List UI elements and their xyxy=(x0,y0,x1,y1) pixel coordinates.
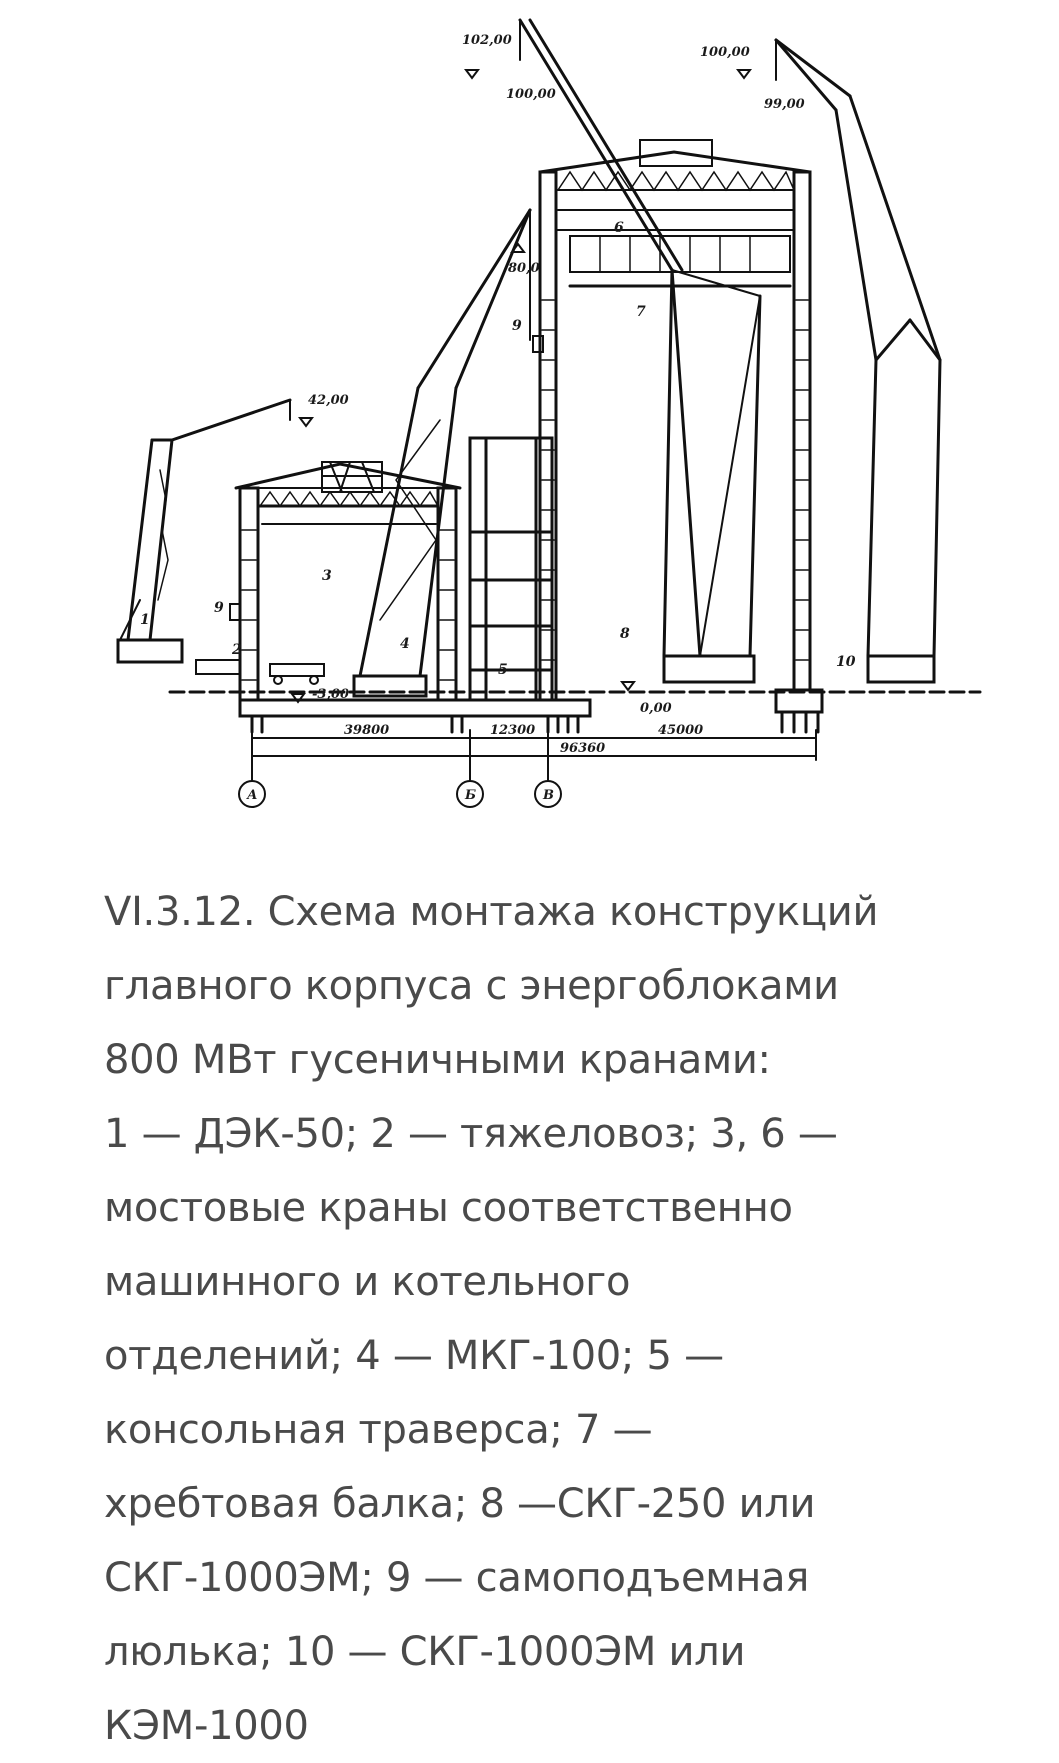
turbine-hall-frame xyxy=(234,461,462,702)
axis-letter: Б xyxy=(464,788,476,803)
caption-line: отделений; 4 — МКГ-100; 5 — xyxy=(104,1333,724,1379)
elevation-label: -3,00 xyxy=(312,687,349,702)
dimension-label: 96360 xyxy=(560,741,605,756)
column-ladders xyxy=(241,299,809,681)
callout-number: 10 xyxy=(836,654,856,670)
caption-line: мостовые краны соответственно xyxy=(104,1185,793,1231)
caption-line: люлька; 10 — СКГ-1000ЭМ или xyxy=(104,1629,746,1675)
crane-8-skg250 xyxy=(518,18,762,684)
caption-line: СКГ-1000ЭМ; 9 — самоподъемная xyxy=(104,1555,809,1601)
elevation-label: 99,00 xyxy=(764,97,805,112)
construction-scheme-figure: 102,00 100,00 100,00 99,00 80,0 42,00 -3… xyxy=(0,0,1059,820)
callout-number: 6 xyxy=(614,220,624,236)
dimension-label: 12300 xyxy=(490,723,535,738)
callout-number: 7 xyxy=(636,304,646,320)
dimension-label: 45000 xyxy=(658,723,703,738)
callout-number: 8 xyxy=(620,626,630,642)
caption-line: 800 МВт гусеничными кранами: xyxy=(104,1037,771,1083)
caption-line: машинного и котельного xyxy=(104,1259,631,1305)
crane-1-dek50 xyxy=(116,398,292,664)
dimension-label: 39800 xyxy=(344,723,389,738)
elevation-markers xyxy=(290,69,752,704)
elevation-label: 100,00 xyxy=(506,87,556,102)
callout-number: 1 xyxy=(140,612,150,628)
grid-axis-circles xyxy=(238,780,562,808)
caption-line: КЭМ-1000 xyxy=(104,1703,309,1749)
callout-number: 2 xyxy=(231,642,242,658)
callout-number: 9 xyxy=(214,600,224,616)
dimension-lines xyxy=(251,729,817,781)
cradle-9 xyxy=(229,335,544,621)
heavy-transporter-2 xyxy=(195,659,325,685)
axis-letter: А xyxy=(246,788,258,803)
axis-letter: В xyxy=(542,788,554,803)
callout-number: 4 xyxy=(400,636,410,652)
elevation-label: 42,00 xyxy=(308,393,349,408)
callout-number: 3 xyxy=(322,568,332,584)
caption-line: главного корпуса с энергоблоками xyxy=(104,963,839,1009)
crane-4-mkg100 xyxy=(352,208,532,698)
callout-number: 5 xyxy=(498,662,508,678)
caption-line: 1 — ДЭК-50; 2 — тяжеловоз; 3, 6 — xyxy=(104,1111,838,1157)
caption-line: хребтовая балка; 8 —СКГ-250 или xyxy=(104,1481,816,1527)
caption-line: консольная траверса; 7 — xyxy=(104,1407,653,1453)
boiler-house-frame xyxy=(538,139,812,702)
elevation-label: 100,00 xyxy=(700,45,750,60)
caption-line: VI.3.12. Схема монтажа конструкций xyxy=(104,889,879,935)
elevation-label: 102,00 xyxy=(462,33,512,48)
elevation-label: 80,0 xyxy=(508,261,540,276)
crane-10-skg1000em xyxy=(774,38,942,684)
figure-caption: VI.3.12. Схема монтажа конструкций главн… xyxy=(104,875,1004,1763)
callout-number: 9 xyxy=(512,318,522,334)
elevation-label: 0,00 xyxy=(640,701,672,716)
